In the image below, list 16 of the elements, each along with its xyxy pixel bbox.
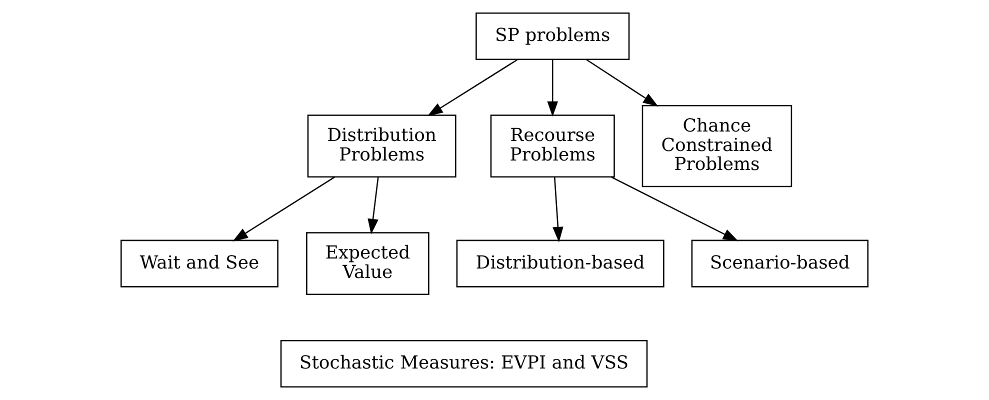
node-box: Scenario-based xyxy=(691,240,868,288)
arrow xyxy=(547,60,558,117)
arrow xyxy=(552,176,564,242)
node-box: Wait and See xyxy=(120,240,278,288)
node-box: Distribution Problems xyxy=(307,114,456,178)
arrow xyxy=(232,176,336,242)
arrow xyxy=(610,176,738,242)
arrow xyxy=(427,58,518,116)
node-box: Expected Value xyxy=(306,232,430,296)
node-box: Chance Constrained Problems xyxy=(642,104,792,188)
node-box: Distribution-based xyxy=(456,240,664,288)
node-box: SP problems xyxy=(476,12,630,60)
node-box: Recourse Problems xyxy=(490,114,615,178)
arrow xyxy=(586,58,658,107)
node-box: Stochastic Measures: EVPI and VSS xyxy=(280,340,648,388)
arrow xyxy=(368,176,379,234)
